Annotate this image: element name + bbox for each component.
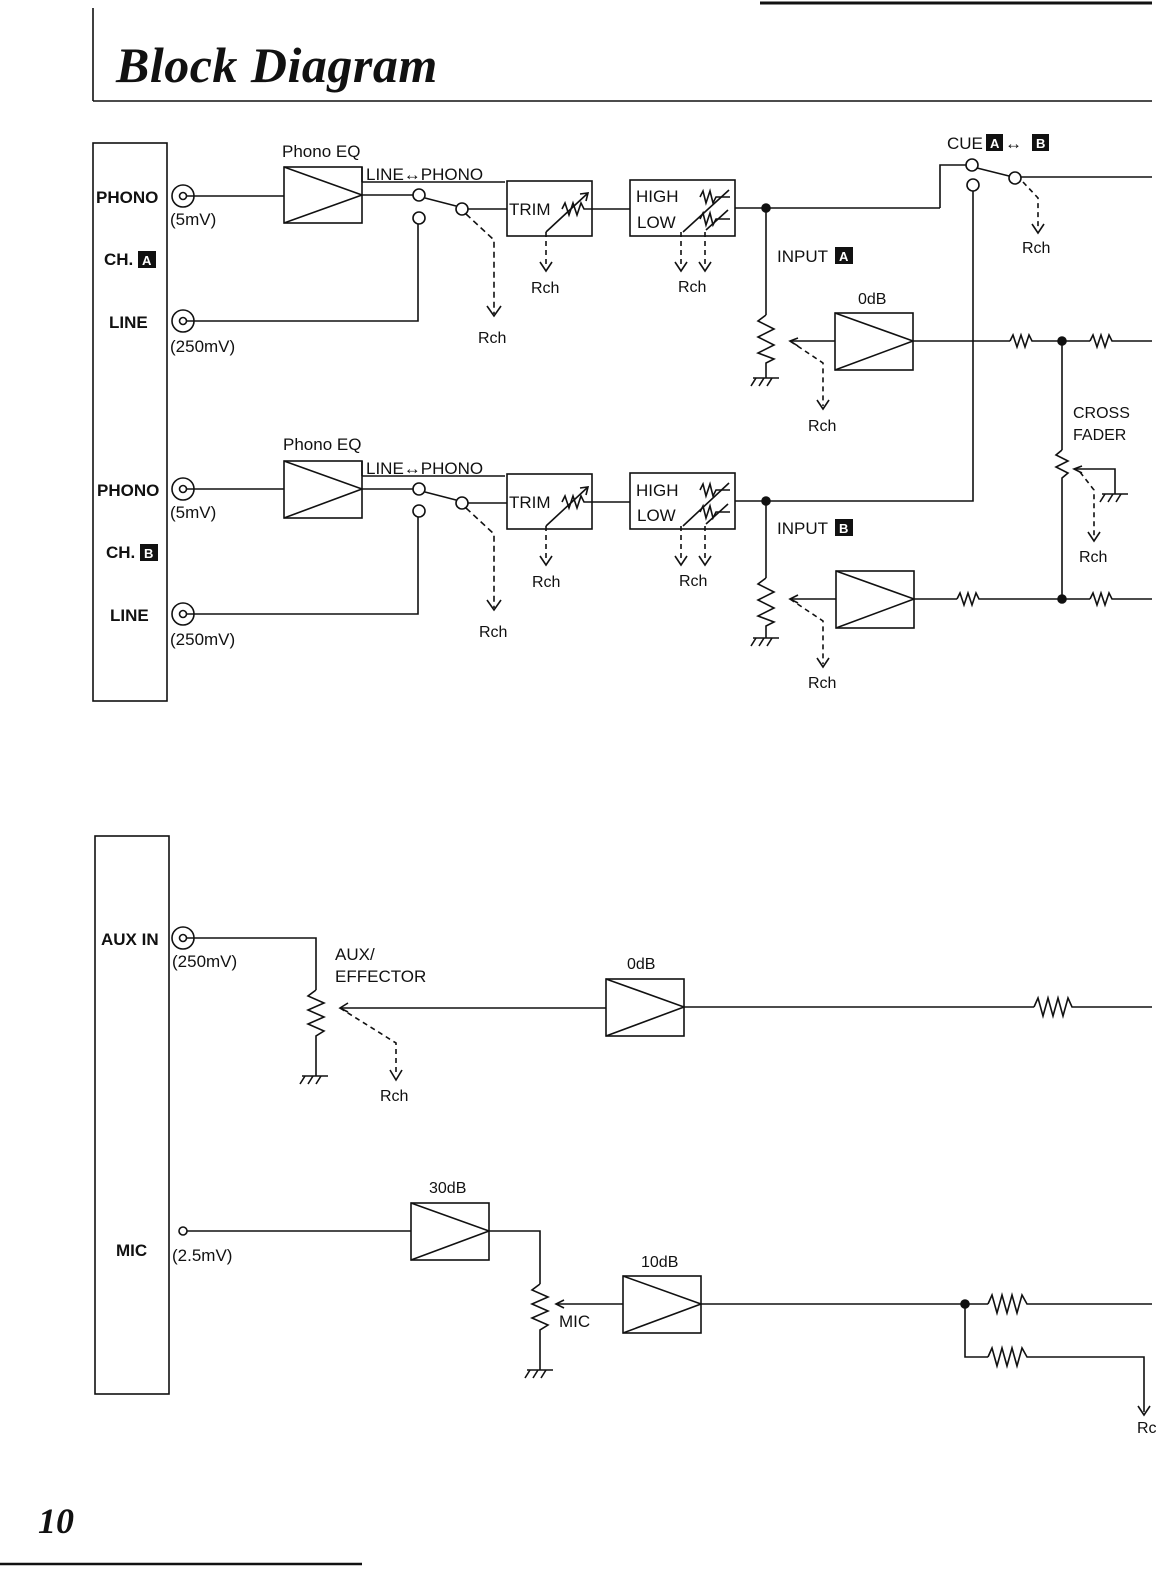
resistor-icon <box>308 990 324 1076</box>
page-number: 10 <box>38 1500 74 1542</box>
cue-rch: Rch <box>1022 240 1050 257</box>
switch-icon <box>413 189 468 224</box>
mic-label: MIC <box>116 1241 147 1260</box>
line-phono-switch-a-label: LINE↔PHONO <box>366 165 483 184</box>
phono-eq-b-label: Phono EQ <box>283 435 361 454</box>
input-b-label: INPUT <box>777 519 828 538</box>
cue-label: CUE <box>947 134 983 153</box>
variable-resistor-icon <box>683 190 730 232</box>
input-b-badge: B <box>839 521 848 536</box>
resistor-icon <box>758 315 774 378</box>
ch-a-line-label: LINE <box>109 313 148 332</box>
amplifier-icon <box>284 167 362 223</box>
ch-b-ch-label: CH. <box>106 543 135 562</box>
high-b-label: HIGH <box>636 481 679 500</box>
switch-icon <box>966 159 1021 191</box>
mic-rch-cut: Rc <box>1137 1420 1157 1437</box>
input-a-label: INPUT <box>777 247 828 266</box>
eq-a-rch: Rch <box>678 279 706 296</box>
trim-b-label: TRIM <box>509 493 551 512</box>
mic-level: (2.5mV) <box>172 1246 232 1265</box>
ch-b-badge: B <box>144 546 153 561</box>
aux-rch: Rch <box>380 1088 408 1105</box>
channel-b-signal-path <box>172 341 1152 667</box>
amplifier-icon <box>835 313 913 370</box>
trim-a-rch: Rch <box>531 280 559 297</box>
ch-b-phono-level: (5mV) <box>170 503 216 522</box>
mic-pot-label: MIC <box>559 1312 590 1331</box>
switch-b-rch: Rch <box>479 624 507 641</box>
ch-b-line-level: (250mV) <box>170 630 235 649</box>
fader-label: FADER <box>1073 427 1126 444</box>
ch-a-phono-label: PHONO <box>96 188 158 207</box>
aux-in-label: AUX IN <box>101 930 159 949</box>
gain-10db-label: 10dB <box>641 1254 678 1271</box>
variable-resistor-icon <box>683 483 730 526</box>
variable-resistor-icon <box>546 487 592 526</box>
aux-signal-path <box>172 927 1152 1084</box>
low-a-label: LOW <box>637 213 676 232</box>
ground-icon <box>300 1076 328 1084</box>
cue-arrow: ↔ <box>1005 134 1022 153</box>
low-b-label: LOW <box>637 506 676 525</box>
resistor-icon <box>532 1284 548 1370</box>
crossfader-rch: Rch <box>1079 549 1107 566</box>
aux-effector-label-1: AUX/ <box>335 945 375 964</box>
fader-a-rch: Rch <box>808 418 836 435</box>
resistor-icon <box>1056 450 1068 599</box>
ch-a-ch-label: CH. <box>104 250 133 269</box>
input-panel-bottom <box>95 836 169 1394</box>
fader-b-rch: Rch <box>808 675 836 692</box>
ch-b-phono-label: PHONO <box>97 481 159 500</box>
gain-30db-label: 30dB <box>429 1180 466 1197</box>
mic-jack-icon <box>179 1227 187 1235</box>
amplifier-icon <box>606 979 684 1036</box>
cue-b-badge: B <box>1036 136 1045 151</box>
variable-resistor-icon <box>546 193 592 232</box>
cue-a-badge: A <box>990 136 1000 151</box>
input-a-badge: A <box>839 249 849 264</box>
amplifier-icon <box>836 571 914 628</box>
aux-effector-label-2: EFFECTOR <box>335 967 426 986</box>
switch-a-rch: Rch <box>478 330 506 347</box>
ground-icon <box>751 638 779 646</box>
amplifier-icon <box>623 1276 701 1333</box>
trim-b-rch: Rch <box>532 574 560 591</box>
ch-a-phono-level: (5mV) <box>170 210 216 229</box>
gain-a-label: 0dB <box>858 291 886 308</box>
ch-a-line-level: (250mV) <box>170 337 235 356</box>
amplifier-icon <box>411 1203 489 1260</box>
ch-b-line-label: LINE <box>110 606 149 625</box>
gain-aux-label: 0dB <box>627 956 655 973</box>
trim-a-label: TRIM <box>509 200 551 219</box>
eq-b-rch: Rch <box>679 573 707 590</box>
ground-icon <box>1100 494 1128 502</box>
line-phono-switch-b-label: LINE↔PHONO <box>366 459 483 478</box>
cross-label: CROSS <box>1073 405 1130 422</box>
ground-icon <box>751 378 779 386</box>
ch-a-badge: A <box>142 253 152 268</box>
switch-icon <box>413 483 468 517</box>
high-a-label: HIGH <box>636 187 679 206</box>
aux-in-level: (250mV) <box>172 952 237 971</box>
amplifier-icon <box>284 461 362 518</box>
ground-icon <box>525 1370 553 1378</box>
mic-signal-path <box>179 1203 1152 1415</box>
header-frame <box>93 3 1152 101</box>
resistor-icon <box>758 578 774 638</box>
phono-eq-a-label: Phono EQ <box>282 142 360 161</box>
